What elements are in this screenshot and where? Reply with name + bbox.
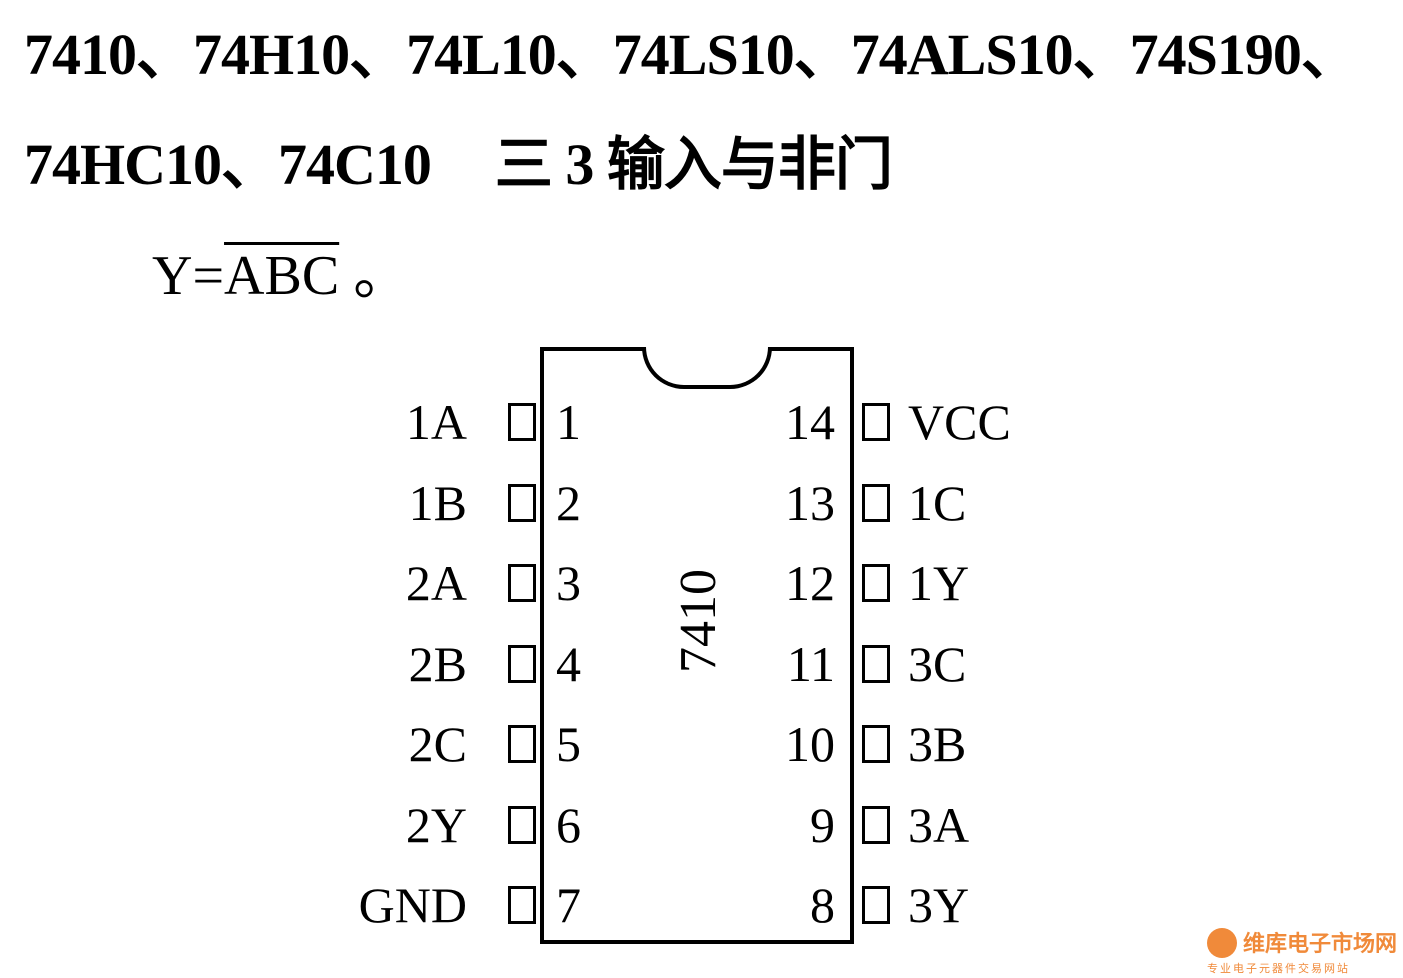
left-pin-box <box>508 886 536 924</box>
pin-name: 1B <box>408 474 467 531</box>
right-pin-box <box>862 886 890 924</box>
pin-name: VCC <box>908 394 1011 450</box>
pin-number: 8 <box>810 877 835 933</box>
pin-name: 2A <box>405 555 467 611</box>
pin-number: 5 <box>556 716 581 772</box>
formula-overline-term: ABC <box>224 245 340 307</box>
pin-number: 2 <box>556 474 581 531</box>
pin-name: 3C <box>908 635 967 692</box>
watermark-brand: 维库电子市场网 <box>1243 932 1398 957</box>
ic-package: 7 4 10 <box>540 347 854 944</box>
watermark-logo-icon <box>1207 928 1237 958</box>
pin-number: 11 <box>786 635 835 692</box>
pin-number: 12 <box>785 555 835 611</box>
right-pin-box <box>862 564 890 602</box>
pin-number: 9 <box>810 796 835 853</box>
left-pin-box <box>508 805 536 844</box>
title-line-1: 7410、74H10、74L10、74LS10、74ALS10、74S190、 <box>24 22 1359 87</box>
watermark: 维库电子市场网 专业电子元器件交易网站 <box>1207 926 1397 975</box>
pin-number: 7 <box>556 877 581 933</box>
pin-name: 2C <box>408 716 467 772</box>
pin-name: 1A <box>405 394 467 450</box>
formula-end: 。 <box>353 245 410 307</box>
watermark-tagline: 专业电子元器件交易网站 <box>1207 962 1350 975</box>
gate-description: 三 3 输入与非门 <box>494 132 893 197</box>
package-notch <box>642 347 772 389</box>
left-pin-box <box>508 403 536 441</box>
right-pin-box <box>862 483 890 522</box>
pin-name: 2B <box>408 635 467 692</box>
chip-label: 7410 <box>670 569 727 673</box>
pin-number: 10 <box>785 716 835 772</box>
pin-number: 1 <box>556 394 581 450</box>
pin-number: 3 <box>556 555 581 611</box>
left-pin-box <box>508 483 536 522</box>
pin-name: 1C <box>908 474 967 531</box>
pin-name: 3A <box>908 796 970 853</box>
pin-name: GND <box>358 877 467 933</box>
pin-number: 14 <box>785 394 835 450</box>
right-pin-box <box>862 725 890 763</box>
pin-name: 3Y <box>908 877 970 933</box>
part-list-tail: 74HC10、74C10 <box>24 132 432 197</box>
right-pin-box <box>862 805 890 844</box>
left-pin-box <box>508 725 536 763</box>
left-pin-box <box>508 564 536 602</box>
pin-name: 2Y <box>405 796 467 853</box>
left-pin-box <box>508 644 536 683</box>
pin-number: 13 <box>785 474 835 531</box>
right-pin-box <box>862 403 890 441</box>
logic-formula: Y=ABC。 <box>152 248 409 304</box>
right-pin-box <box>862 644 890 683</box>
formula-lhs: Y= <box>152 245 225 307</box>
pin-name: 1Y <box>908 555 970 611</box>
pin-number: 4 <box>556 635 581 692</box>
pin-name: 3B <box>908 716 967 772</box>
pin-number: 6 <box>556 796 581 853</box>
